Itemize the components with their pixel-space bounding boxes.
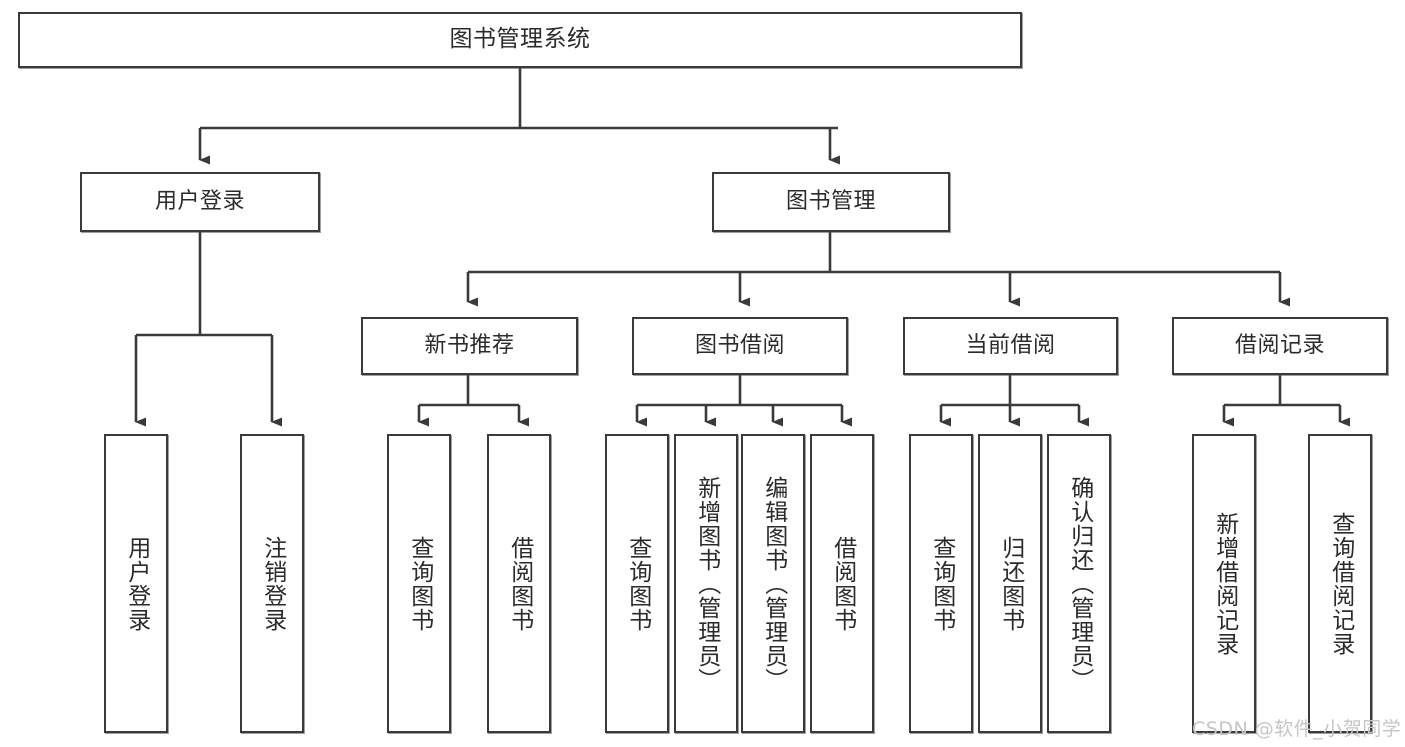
node-current-borrow[interactable]: 当前借阅 xyxy=(903,317,1118,375)
node-leaf-add-record[interactable]: 新增借阅记录 xyxy=(1192,434,1256,733)
node-new-book-recommend[interactable]: 新书推荐 xyxy=(361,317,578,375)
node-leaf-query-book-2-label: 查询图书 xyxy=(624,535,651,632)
node-root[interactable]: 图书管理系统 xyxy=(18,12,1022,68)
node-borrow-record-label: 借阅记录 xyxy=(1234,332,1325,358)
node-new-book-recommend-label: 新书推荐 xyxy=(424,332,515,358)
watermark-csdn: CSDN @软件_小贺同学 xyxy=(1192,718,1402,740)
node-leaf-confirm-return[interactable]: 确认归还（管理员） xyxy=(1047,434,1111,733)
node-leaf-add-book[interactable]: 新增图书（管理员） xyxy=(674,434,738,733)
node-book-manage[interactable]: 图书管理 xyxy=(712,172,950,232)
node-book-borrow[interactable]: 图书借阅 xyxy=(632,317,848,375)
node-root-label: 图书管理系统 xyxy=(449,26,591,53)
node-leaf-return-book-label: 归还图书 xyxy=(997,535,1024,632)
node-leaf-query-record-label: 查询借阅记录 xyxy=(1327,511,1354,656)
node-leaf-query-book-3[interactable]: 查询图书 xyxy=(909,434,973,733)
node-leaf-return-book[interactable]: 归还图书 xyxy=(978,434,1042,733)
node-current-borrow-label: 当前借阅 xyxy=(965,332,1056,358)
node-user-login[interactable]: 用户登录 xyxy=(80,172,320,232)
node-leaf-confirm-return-label: 确认归还（管理员） xyxy=(1066,475,1093,692)
node-leaf-user-logout[interactable]: 注销登录 xyxy=(240,434,304,733)
node-leaf-add-record-label: 新增借阅记录 xyxy=(1211,511,1238,656)
node-leaf-add-book-label: 新增图书（管理员） xyxy=(693,475,720,692)
node-leaf-query-record[interactable]: 查询借阅记录 xyxy=(1308,434,1372,733)
node-leaf-query-book-1[interactable]: 查询图书 xyxy=(387,434,451,733)
node-leaf-borrow-book-1-label: 借阅图书 xyxy=(506,535,533,632)
node-book-manage-label: 图书管理 xyxy=(785,188,876,214)
node-leaf-borrow-book-2-label: 借阅图书 xyxy=(829,535,856,632)
node-leaf-borrow-book-2[interactable]: 借阅图书 xyxy=(810,434,874,733)
node-leaf-user-login[interactable]: 用户登录 xyxy=(104,434,168,733)
node-book-borrow-label: 图书借阅 xyxy=(694,332,785,358)
node-leaf-borrow-book-1[interactable]: 借阅图书 xyxy=(487,434,551,733)
node-leaf-query-book-3-label: 查询图书 xyxy=(928,535,955,632)
node-leaf-user-login-label: 用户登录 xyxy=(123,535,150,632)
node-leaf-edit-book[interactable]: 编辑图书（管理员） xyxy=(741,434,805,733)
node-borrow-record[interactable]: 借阅记录 xyxy=(1172,317,1388,375)
node-leaf-query-book-1-label: 查询图书 xyxy=(406,535,433,632)
node-leaf-edit-book-label: 编辑图书（管理员） xyxy=(760,475,787,692)
node-user-login-label: 用户登录 xyxy=(154,188,245,214)
node-leaf-query-book-2[interactable]: 查询图书 xyxy=(605,434,669,733)
node-leaf-user-logout-label: 注销登录 xyxy=(259,535,286,632)
